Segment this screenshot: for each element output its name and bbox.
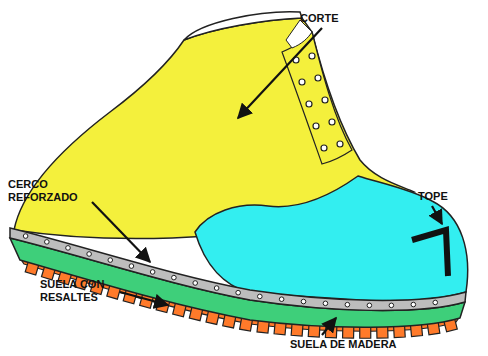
part-label: CERCO REFORZADO	[8, 178, 92, 204]
welt	[10, 228, 466, 310]
lace-panel	[282, 32, 352, 164]
eyelets	[293, 53, 343, 151]
welt-rivets	[23, 234, 437, 308]
collar-lining	[184, 12, 302, 40]
leader-arrows	[92, 28, 442, 335]
toe-cap	[195, 176, 468, 301]
part-label: TOPE	[418, 190, 468, 203]
part-label: CORTE	[300, 12, 360, 25]
part-label: SUELA DE MADERA	[290, 338, 410, 351]
part-label: SUELA CON RESALTES	[40, 278, 120, 304]
toe-stiffener	[412, 230, 448, 276]
